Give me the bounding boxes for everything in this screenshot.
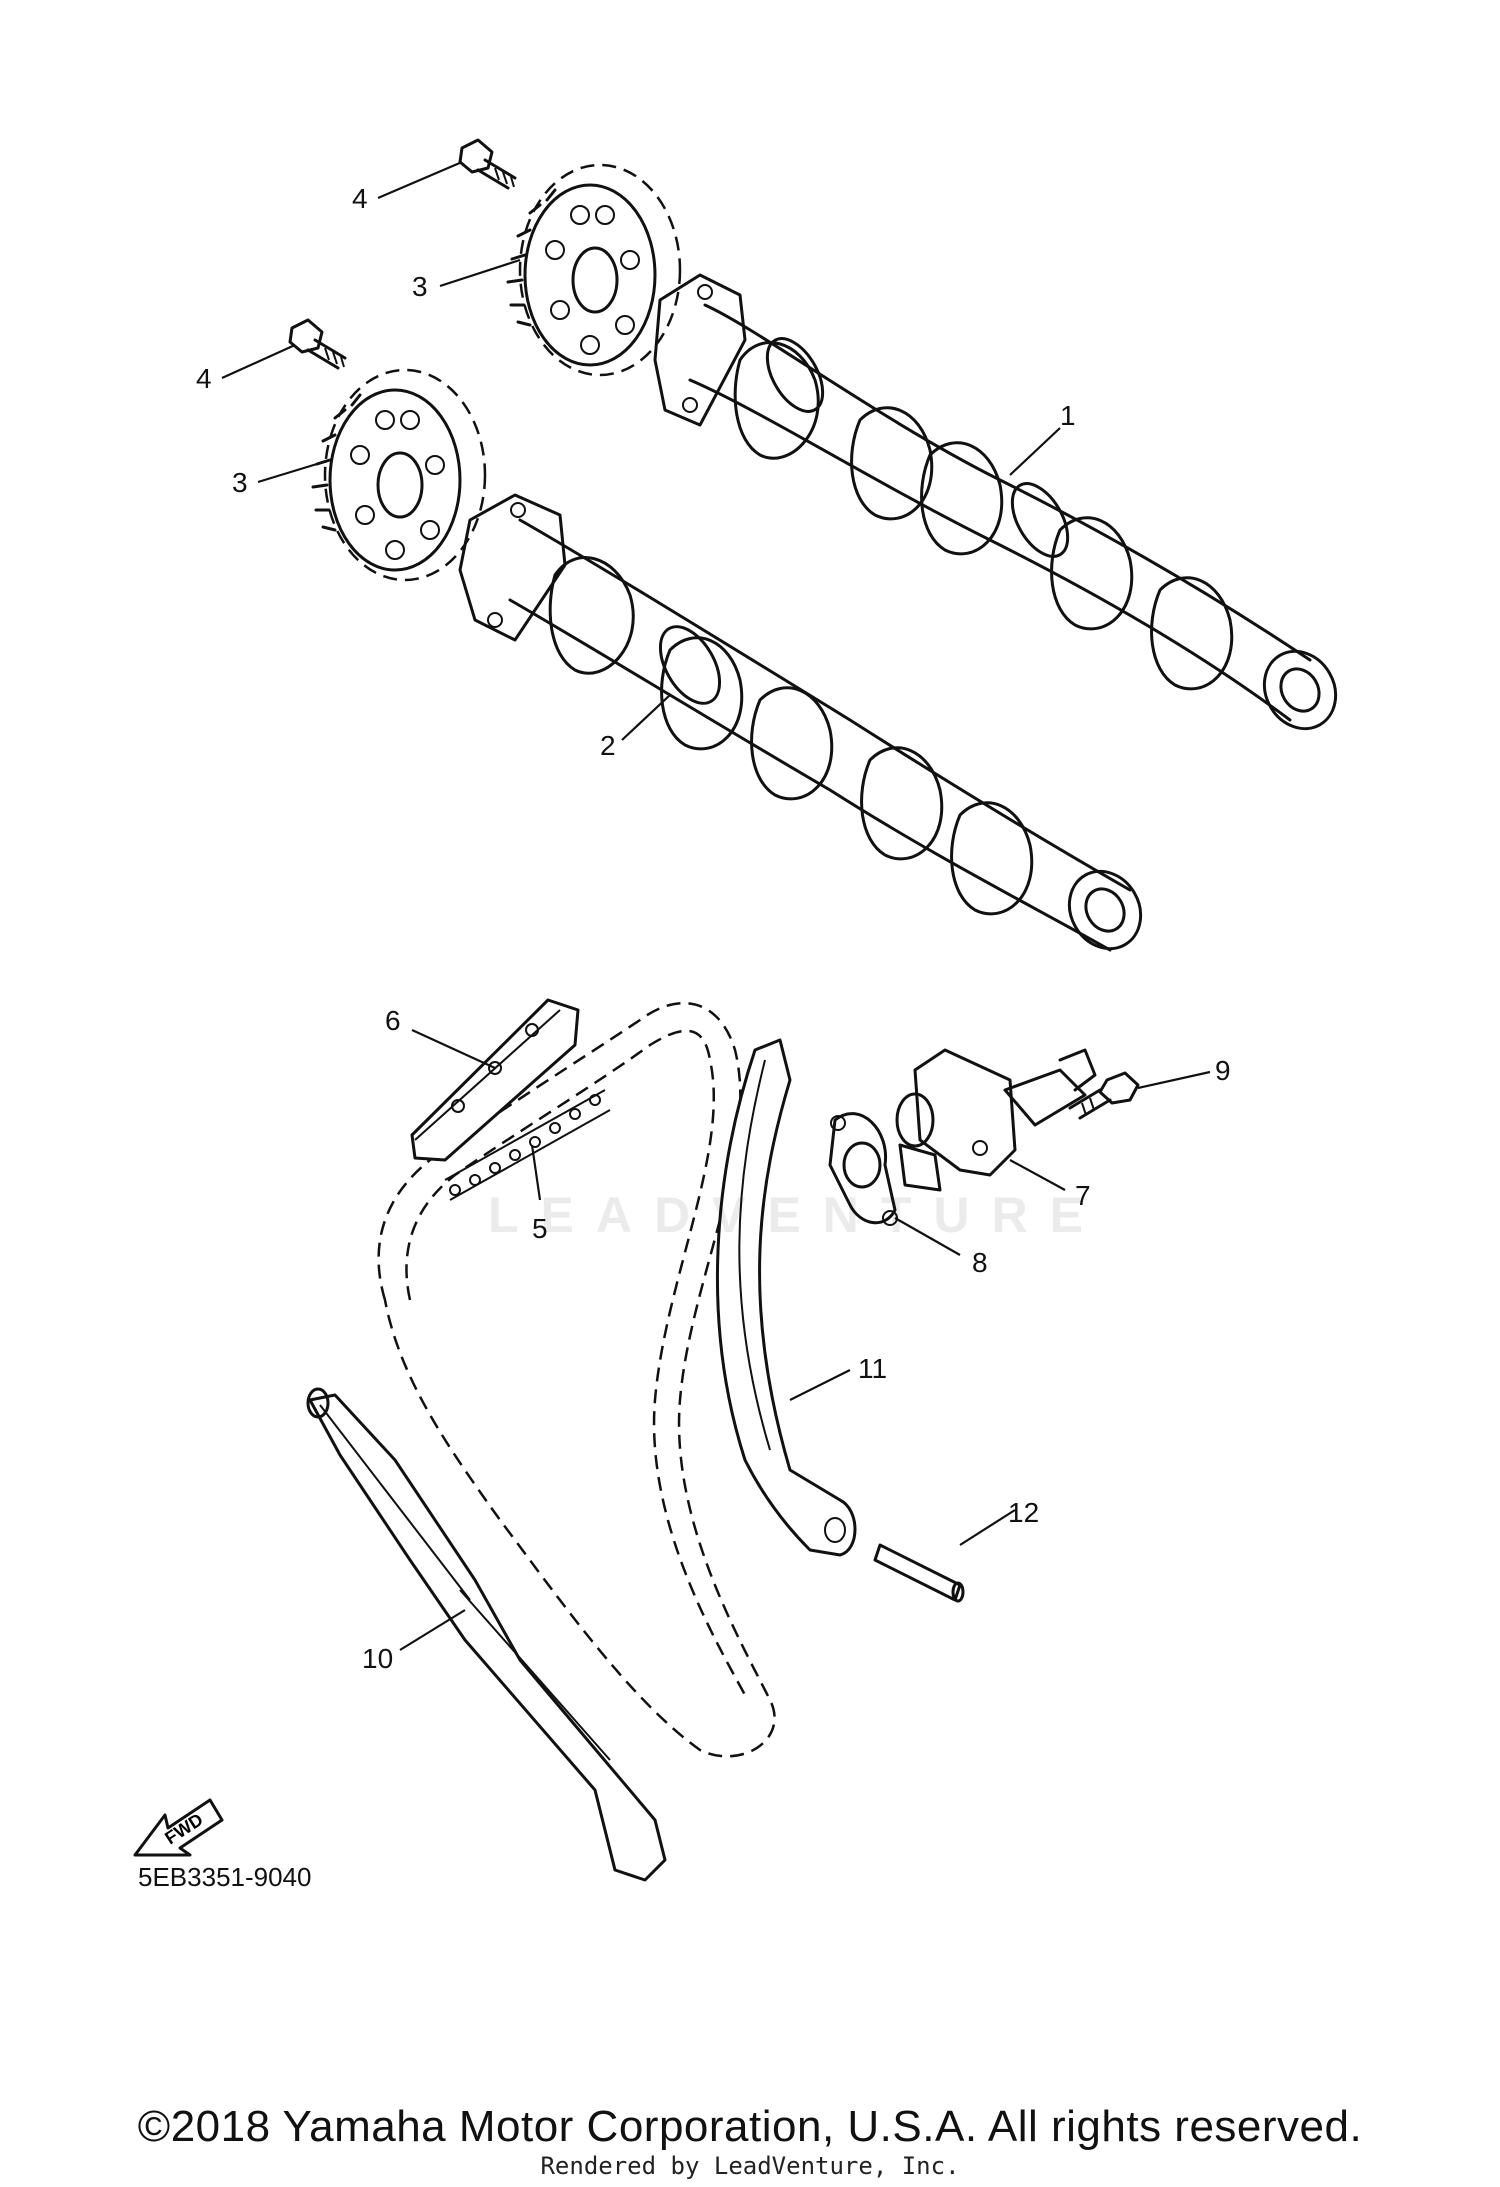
callout-2: 2 <box>600 730 616 761</box>
chain-tensioner[interactable] <box>895 1048 1097 1192</box>
cam-sprocket-upper[interactable] <box>506 163 682 377</box>
callout-1: 1 <box>1060 400 1076 431</box>
callout-12: 12 <box>1008 1497 1039 1528</box>
chain-guide-top[interactable] <box>410 998 580 1162</box>
callout-4-lower: 4 <box>196 363 212 394</box>
callout-11: 11 <box>858 1353 887 1384</box>
tensioner-bolt[interactable] <box>1068 1071 1140 1120</box>
watermark: LEADVENTURE <box>488 1187 1106 1243</box>
diagram-code: 5EB3351-9040 <box>138 1862 312 1892</box>
chain-guide-exhaust[interactable] <box>715 1038 857 1557</box>
fwd-label: FWD <box>161 1809 206 1848</box>
callout-3-upper: 3 <box>412 271 428 302</box>
chain-links <box>444 1089 611 1201</box>
callout-4-upper: 4 <box>352 183 368 214</box>
cam-sprocket-lower[interactable] <box>311 368 487 582</box>
camshaft-intake[interactable] <box>458 493 1154 962</box>
rendered-by: Rendered by LeadVenture, Inc. <box>540 2152 960 2180</box>
guide-pin[interactable] <box>873 1543 965 1603</box>
callout-7: 7 <box>1075 1180 1091 1211</box>
leader-lines <box>221 160 1211 1651</box>
callout-10: 10 <box>362 1643 393 1674</box>
callout-3-lower: 3 <box>232 467 248 498</box>
callout-5: 5 <box>532 1213 548 1244</box>
camshaft-exhaust[interactable] <box>653 273 1349 742</box>
forward-direction-arrow-icon: FWD <box>133 1798 224 1857</box>
callout-6: 6 <box>385 1005 401 1036</box>
tensioner-gasket[interactable] <box>828 1112 898 1226</box>
sprocket-bolt-upper[interactable] <box>458 138 517 190</box>
callout-8: 8 <box>972 1247 988 1278</box>
sprocket-bolt-lower[interactable] <box>288 318 347 370</box>
chain-guide-intake[interactable] <box>306 1387 667 1882</box>
cam-chain[interactable] <box>377 1002 776 1758</box>
copyright-notice: ©2018 Yamaha Motor Corporation, U.S.A. A… <box>137 2102 1363 2151</box>
callout-9: 9 <box>1215 1055 1231 1086</box>
